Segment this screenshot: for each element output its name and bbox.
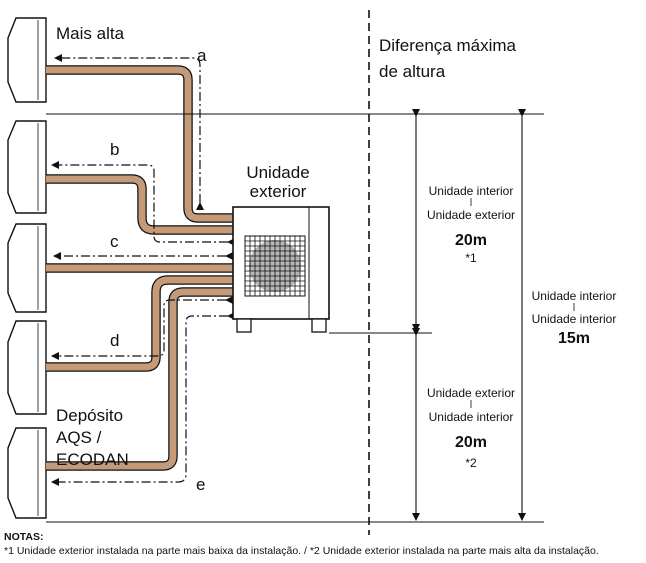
outdoor-unit-label-line1: Unidade xyxy=(246,163,309,182)
indoor-unit-4 xyxy=(7,320,47,415)
dim-upper-value: 20m xyxy=(455,232,487,249)
dim-lower-note: *2 xyxy=(465,456,477,470)
dim-upper-line2: Unidade exterior xyxy=(427,208,515,222)
indoor-unit-1 xyxy=(7,17,47,103)
dim-total-line2: Unidade interior xyxy=(532,312,617,326)
route-arrows xyxy=(51,54,235,486)
max-height-label-line2: de altura xyxy=(379,62,446,81)
pipe-label-a: a xyxy=(197,46,207,65)
route-arrow-e xyxy=(51,312,235,486)
max-height-label-line1: Diferença máxima xyxy=(379,36,517,55)
route-arrow-a xyxy=(54,54,204,210)
dimension-arrows xyxy=(412,109,526,521)
tank-label-line3: ECODAN xyxy=(56,450,129,469)
dim-lower-value: 20m xyxy=(455,434,487,451)
dim-total-value: 15m xyxy=(558,330,590,347)
dim-total-line1: Unidade interior xyxy=(532,289,617,303)
tank-label-line2: AQS / xyxy=(56,428,102,447)
label-highest: Mais alta xyxy=(56,24,125,43)
pipe-label-b: b xyxy=(110,140,119,159)
tank-label-line1: Depósito xyxy=(56,406,123,425)
dim-lower-line2: Unidade interior xyxy=(429,410,514,424)
indoor-unit-2 xyxy=(7,120,47,214)
outdoor-unit-label-line2: exterior xyxy=(250,182,307,201)
notes-text: *1 Unidade exterior instalada na parte m… xyxy=(4,545,599,557)
notes: NOTAS: *1 Unidade exterior instalada na … xyxy=(4,531,646,558)
indoor-unit-5 xyxy=(7,427,47,519)
pipe-label-c: c xyxy=(110,232,119,251)
dim-lower-line1: Unidade exterior xyxy=(427,386,515,400)
label-ticks xyxy=(470,198,575,408)
notes-title: NOTAS: xyxy=(4,531,44,543)
outdoor-unit xyxy=(232,206,330,333)
route-arrow-b xyxy=(51,161,235,246)
pipe-label-e: e xyxy=(196,475,205,494)
indoor-unit-3 xyxy=(7,223,47,313)
route-arrow-d xyxy=(51,296,233,360)
reference-lines xyxy=(46,10,544,535)
pipe-label-d: d xyxy=(110,331,119,350)
dim-upper-line1: Unidade interior xyxy=(429,184,514,198)
dim-upper-note: *1 xyxy=(465,251,477,265)
